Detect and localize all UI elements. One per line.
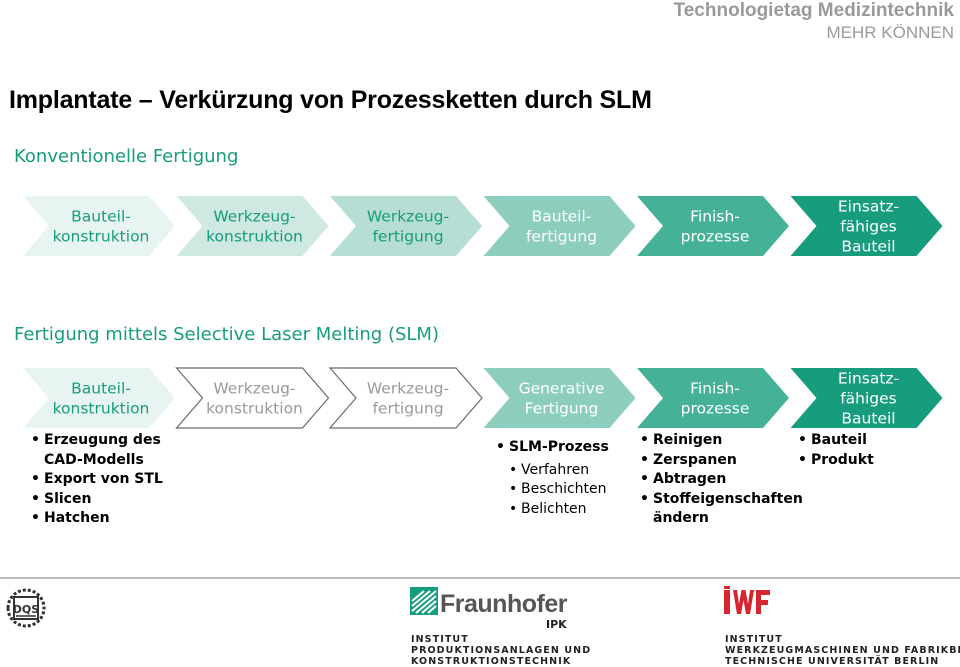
- step-label: Einsatz-: [838, 198, 899, 216]
- section-conventional-title: Konventionelle Fertigung: [14, 146, 239, 167]
- step-label: konstruktion: [53, 228, 150, 246]
- step-label: Bauteil-: [71, 208, 131, 226]
- chevron-shape: [23, 196, 175, 256]
- step-label: Werkzeug-: [213, 380, 295, 398]
- step-label: Bauteil: [841, 238, 895, 256]
- slm-step-2: Werkzeug-konstruktion: [175, 367, 330, 429]
- list-item: Slicen: [31, 490, 181, 510]
- fraunhofer-logo-text: Fraunhofer: [440, 590, 567, 618]
- chevron-shape: [23, 368, 175, 428]
- step-label: fähiges: [840, 218, 897, 236]
- list-item: Export von STL: [31, 470, 181, 490]
- conventional-step-5: Finish-prozesse: [637, 196, 789, 256]
- step-label: Werkzeug-: [213, 208, 295, 226]
- chevron-shape: [483, 368, 636, 428]
- step-label: fähiges: [840, 390, 897, 408]
- list-item: Stoffeigenschaften ändern: [640, 490, 803, 529]
- step-label: fertigung: [526, 228, 597, 246]
- chevron-shape: [176, 196, 329, 256]
- chevron-shape: [483, 196, 636, 256]
- chevron-shape: [175, 367, 330, 429]
- conventional-process-chain: Bauteil-konstruktionWerkzeug-konstruktio…: [23, 196, 943, 256]
- list-item: Abtragen: [640, 470, 800, 490]
- list-item: Erzeugung des CAD-Modells: [31, 431, 181, 470]
- step-label: fertigung: [372, 400, 443, 418]
- step-label: Fertigung: [525, 400, 599, 418]
- step-label: konstruktion: [206, 400, 303, 418]
- section-slm-title: Fertigung mittels Selective Laser Meltin…: [14, 324, 439, 345]
- fraunhofer-unit: IPK: [546, 618, 567, 631]
- slm-step-1: Bauteil-konstruktion: [23, 368, 175, 428]
- step-label: konstruktion: [206, 228, 303, 246]
- step-label: Werkzeug-: [367, 208, 449, 226]
- list-item: Reinigen: [640, 431, 800, 451]
- slm-process-chain: Bauteil-konstruktionWerkzeug-konstruktio…: [23, 367, 943, 429]
- step-label: Bauteil-: [71, 380, 131, 398]
- iwf-institute-name: INSTITUT WERKZEUGMASCHINEN UND FABRIKBET…: [725, 634, 960, 667]
- step-label: konstruktion: [53, 400, 150, 418]
- chevron-shape: [637, 196, 789, 256]
- ipk-institute-name: INSTITUT PRODUKTIONSANLAGEN UND KONSTRUK…: [411, 634, 592, 667]
- iwf-logo: [724, 586, 770, 614]
- finish-list: ReinigenZerspanenAbtragenStoffeigenschaf…: [640, 431, 803, 529]
- list-item: Verfahren: [509, 461, 659, 481]
- generative-list: SLM-Prozess VerfahrenBeschichtenBelichte…: [496, 438, 646, 519]
- list-item: Zerspanen: [640, 451, 800, 471]
- construction-list: Erzeugung des CAD-ModellsExport von STLS…: [31, 431, 181, 529]
- step-label: Werkzeug-: [367, 380, 449, 398]
- event-subtitle: MEHR KÖNNEN: [826, 23, 954, 42]
- list-item: Belichten: [509, 500, 659, 520]
- result-list: BauteilProdukt: [798, 431, 918, 470]
- list-item: Beschichten: [509, 480, 659, 500]
- dqs-certification-logo: DQS: [6, 588, 46, 628]
- conventional-step-1: Bauteil-konstruktion: [23, 196, 175, 256]
- list-item: Hatchen: [31, 509, 181, 529]
- step-label: Generative: [519, 380, 605, 398]
- chevron-shape: [637, 368, 789, 428]
- step-label: prozesse: [681, 400, 750, 418]
- step-label: prozesse: [681, 228, 750, 246]
- fraunhofer-logo-mark: [410, 587, 438, 615]
- chevron-shape: [790, 368, 943, 428]
- conventional-step-3: Werkzeug-fertigung: [330, 196, 482, 256]
- conventional-step-4: Bauteil-fertigung: [483, 196, 636, 256]
- slide-title: Implantate – Verkürzung von Prozesskette…: [9, 86, 652, 114]
- step-label: Einsatz-: [838, 370, 899, 388]
- footer-divider: [0, 577, 960, 579]
- chevron-shape: [790, 196, 943, 256]
- list-item: Bauteil: [798, 431, 918, 451]
- step-label: Finish-: [690, 380, 740, 398]
- step-label: Finish-: [690, 208, 740, 226]
- step-label: Bauteil-: [532, 208, 592, 226]
- list-item: Produkt: [798, 451, 918, 471]
- conventional-step-2: Werkzeug-konstruktion: [176, 196, 329, 256]
- slm-step-3: Werkzeug-fertigung: [328, 367, 483, 429]
- chevron-shape: [328, 367, 483, 429]
- event-title: Technologietag Medizintechnik: [673, 0, 954, 21]
- list-item: SLM-Prozess: [496, 438, 646, 458]
- slm-step-5: Finish-prozesse: [637, 368, 789, 428]
- step-label: Bauteil: [841, 410, 895, 428]
- step-label: fertigung: [372, 228, 443, 246]
- chevron-shape: [330, 196, 482, 256]
- dqs-logo-text: DQS: [13, 603, 39, 616]
